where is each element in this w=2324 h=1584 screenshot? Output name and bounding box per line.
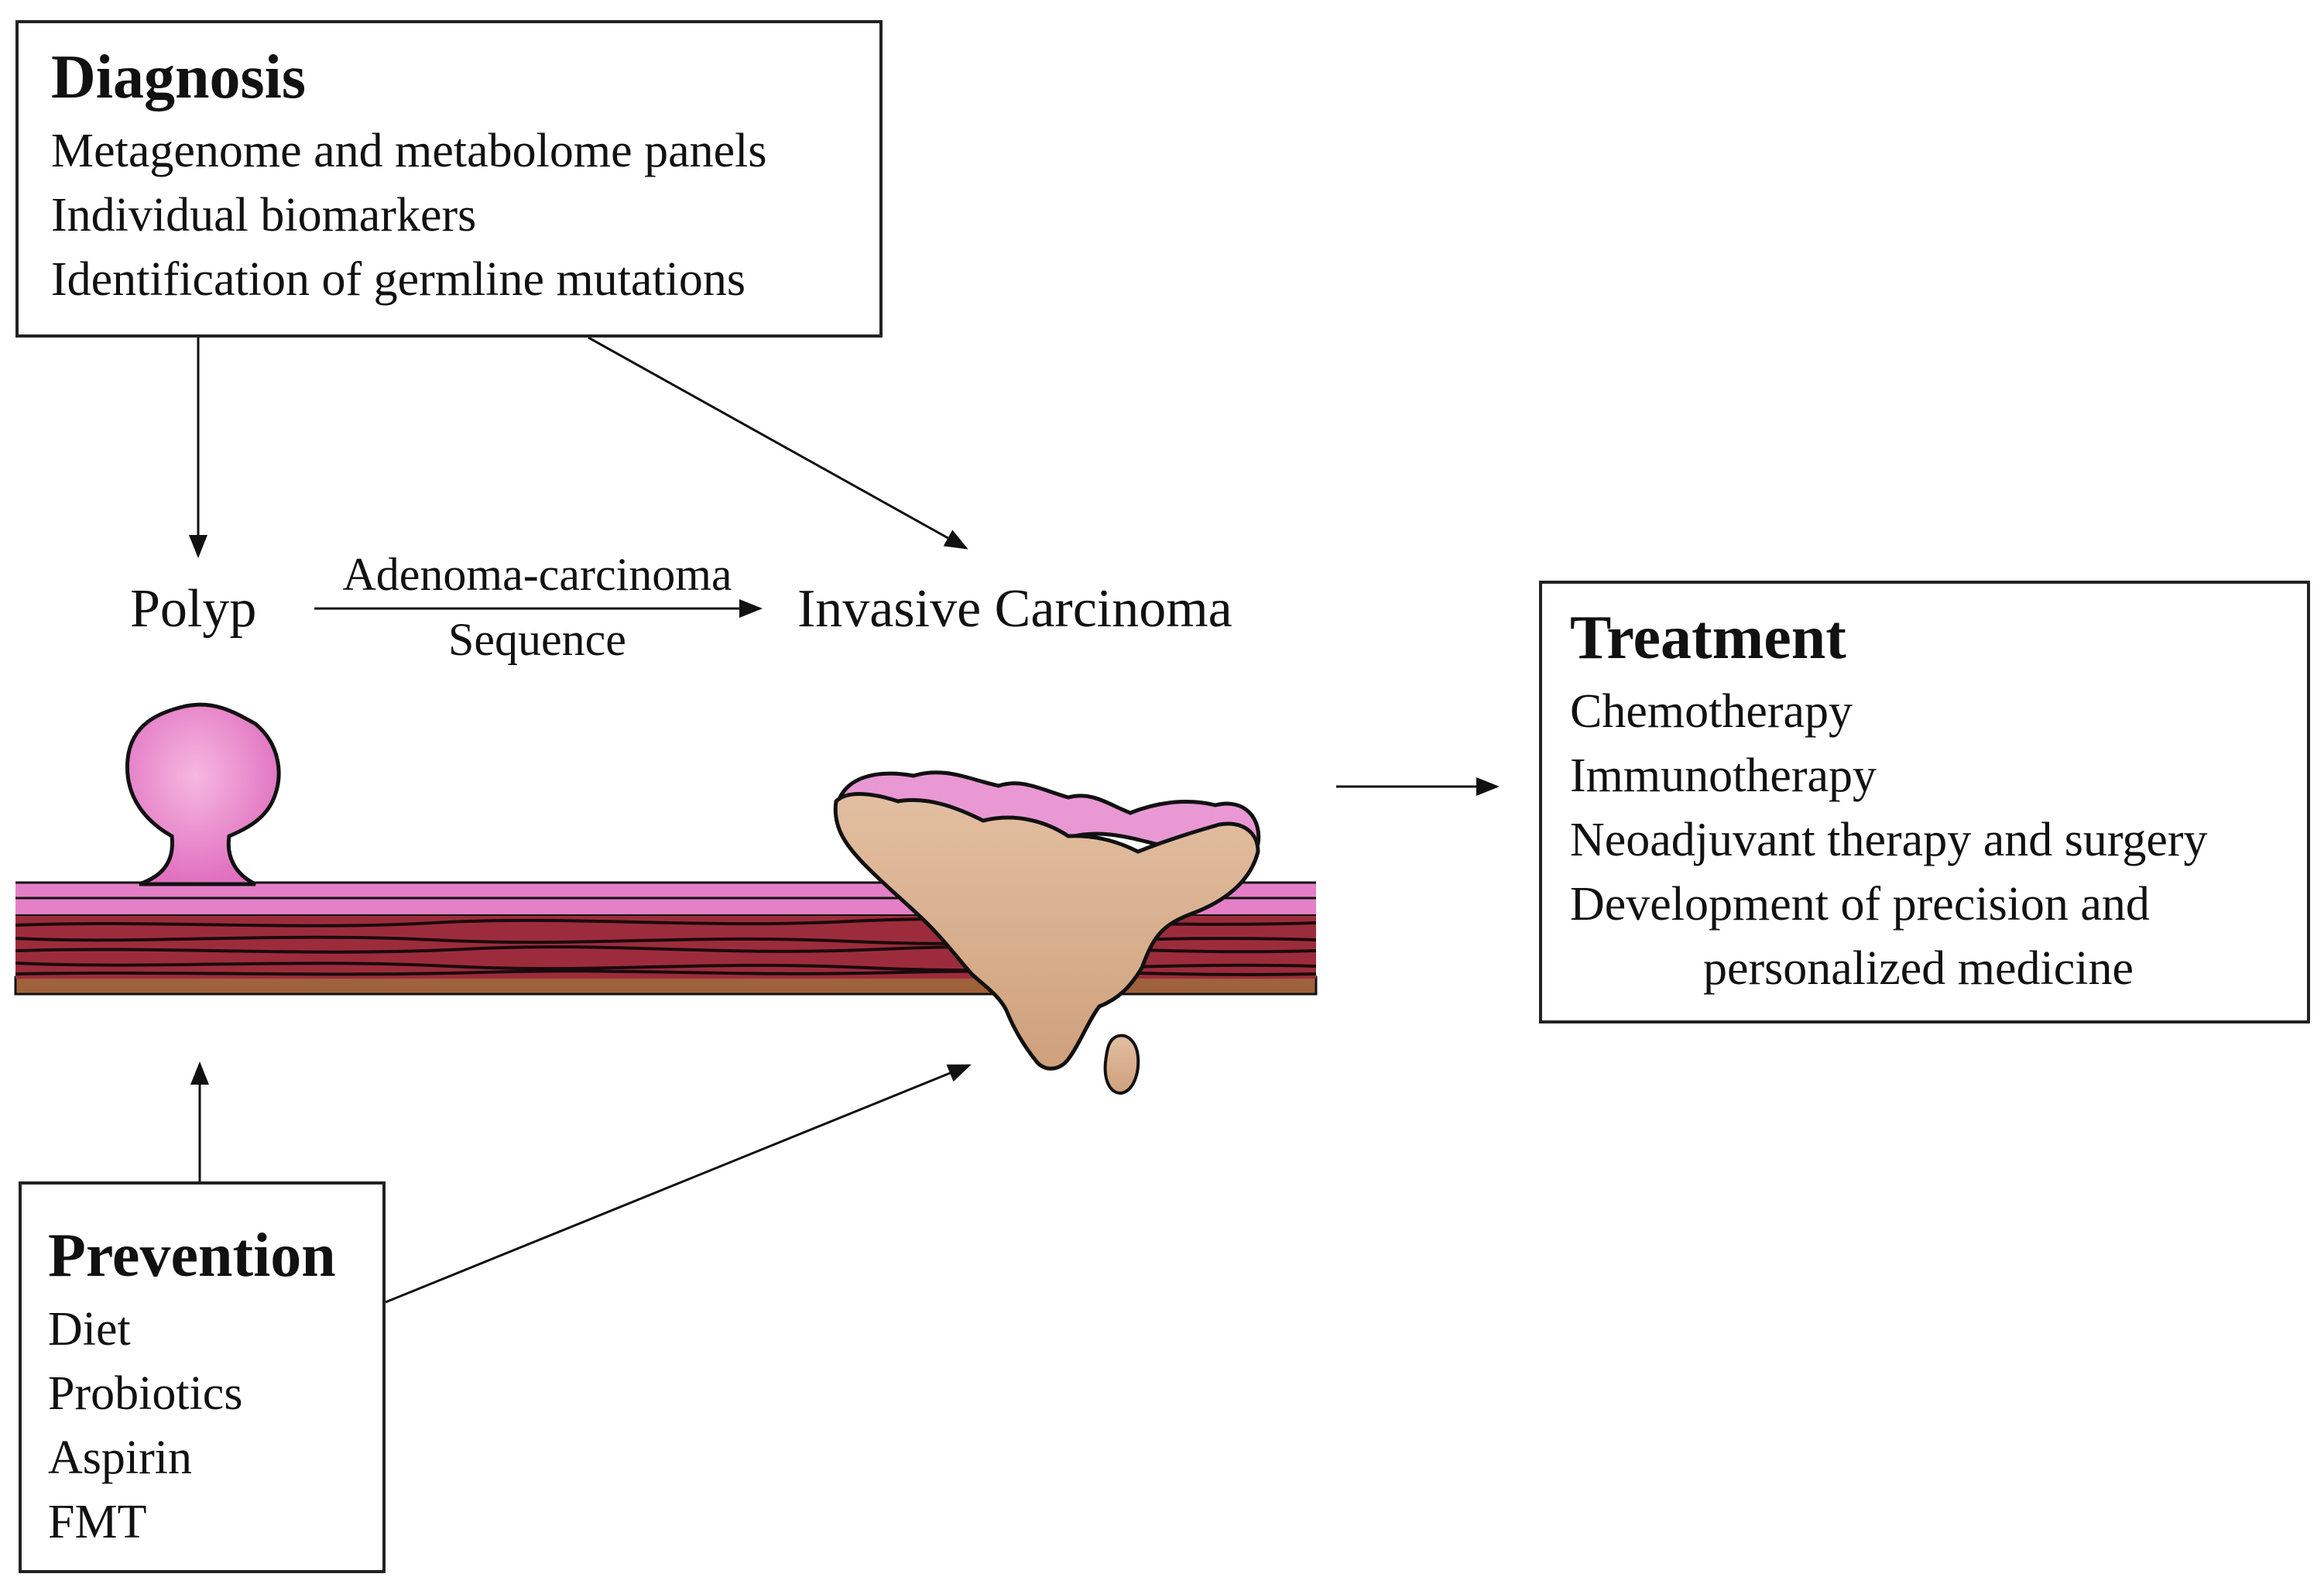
prevention-box: Prevention Diet Probiotics Aspirin FMT (19, 1181, 386, 1573)
treatment-item: personalized medicine (1703, 942, 2134, 995)
treatment-item: Development of precision and (1570, 878, 2150, 931)
treatment-item: Immunotherapy (1570, 749, 1877, 802)
diagnosis-item: Identification of germline mutations (51, 253, 746, 306)
treatment-box: Treatment Chemotherapy Immunotherapy Neo… (1539, 581, 2310, 1023)
polyp-label: Polyp (130, 579, 257, 639)
prevention-item: Aspirin (48, 1431, 192, 1484)
diagnosis-item: Metagenome and metabolome panels (51, 125, 767, 177)
prevention-item: Diet (48, 1303, 131, 1356)
carcinoma-fragment (1103, 1034, 1140, 1095)
diagnosis-item: Individual biomarkers (51, 189, 477, 242)
treatment-item: Chemotherapy (1570, 685, 1853, 738)
diagnosis-box: Diagnosis Metagenome and metabolome pane… (15, 20, 883, 338)
invasive-carcinoma-label: Invasive Carcinoma (797, 579, 1232, 639)
polyp-shape (125, 702, 281, 886)
sequence-label-line2: Sequence (448, 614, 626, 665)
arrow-diagnosis-to-carcinoma (588, 336, 968, 550)
prevention-item: Probiotics (48, 1367, 243, 1420)
prevention-item: FMT (48, 1496, 147, 1548)
prevention-title: Prevention (48, 1222, 336, 1290)
treatment-item: Neoadjuvant therapy and surgery (1570, 814, 2208, 866)
sequence-label-line1: Adenoma-carcinoma (342, 549, 732, 600)
arrow-prevention-to-carcinoma (385, 1064, 972, 1304)
carcinoma-mass (833, 792, 1260, 1071)
diagnosis-title: Diagnosis (51, 43, 306, 111)
treatment-title: Treatment (1570, 604, 1846, 672)
